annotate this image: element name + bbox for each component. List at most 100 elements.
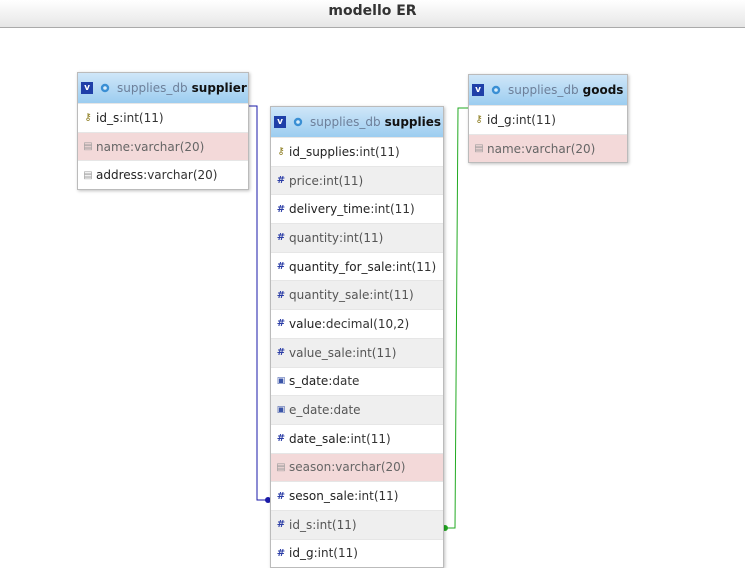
column-row[interactable]: ▤ name : varchar(20) [78, 131, 248, 161]
column-name: name [487, 141, 522, 156]
column-type: int(11) [322, 173, 364, 188]
gear-icon[interactable] [292, 116, 304, 128]
number-icon: # [276, 203, 286, 215]
date-icon: ▣ [276, 405, 286, 416]
number-icon: # [276, 490, 286, 502]
column-name: date_sale [289, 431, 347, 446]
number-icon: # [276, 318, 286, 330]
number-icon: # [276, 289, 286, 301]
column-row[interactable]: # value : decimal(10,2) [271, 309, 443, 338]
number-icon: # [276, 175, 286, 187]
column-type: int(11) [373, 288, 414, 303]
column-name: s_date [289, 374, 329, 389]
column-type: varchar(20) [335, 460, 406, 475]
column-row[interactable]: # quantity : int(11) [271, 223, 443, 252]
column-row[interactable]: # delivery_time : int(11) [271, 194, 443, 223]
column-type: int(11) [343, 230, 384, 245]
column-type: int(11) [395, 259, 437, 274]
column-row[interactable]: ⚷ id_supplies : int(11) [271, 137, 443, 166]
toggle-button[interactable]: v [81, 82, 93, 94]
database-name: supplies_db [310, 115, 381, 129]
number-icon: # [276, 232, 286, 244]
column-type: int(11) [123, 110, 164, 125]
column-type: decimal(10,2) [325, 316, 410, 331]
column-name: quantity_sale [289, 288, 370, 303]
column-row[interactable]: # price : int(11) [271, 165, 443, 195]
table-header[interactable]: v supplies_db supplies [271, 107, 443, 137]
toggle-button[interactable]: v [472, 84, 484, 96]
column-type: int(11) [316, 517, 357, 532]
column-name: id_supplies [289, 144, 356, 159]
column-name: name [96, 139, 131, 154]
column-row[interactable]: ⚷ id_s : int(11) [78, 103, 248, 132]
gear-icon[interactable] [490, 84, 502, 96]
column-type: int(11) [359, 144, 400, 159]
number-icon: # [276, 519, 286, 531]
table-name: supplier [191, 81, 247, 95]
column-name: delivery_time [289, 202, 371, 217]
column-row[interactable]: # quantity_sale : int(11) [271, 280, 443, 310]
string-icon: ▤ [83, 141, 93, 153]
column-name: price [289, 173, 319, 188]
string-icon: ▤ [276, 461, 286, 473]
column-name: seson_sale [289, 489, 355, 504]
table-name: goods [582, 83, 624, 97]
column-row[interactable]: # id_g : int(11) [271, 538, 443, 568]
gear-icon[interactable] [99, 82, 111, 94]
column-row[interactable]: # value_sale : int(11) [271, 337, 443, 367]
column-name: quantity [289, 230, 340, 245]
column-row[interactable]: ▣ e_date : date [271, 395, 443, 424]
column-name: id_g [487, 112, 512, 127]
toggle-button[interactable]: v [274, 116, 286, 128]
database-name: supplies_db [117, 81, 188, 95]
page-title: modello ER [328, 3, 417, 19]
column-type: int(11) [374, 202, 415, 217]
number-icon: # [276, 261, 286, 273]
column-row[interactable]: # seson_sale : int(11) [271, 481, 443, 510]
column-type: int(11) [350, 431, 391, 446]
number-icon: # [276, 433, 286, 445]
column-name: id_s [289, 517, 313, 532]
key-icon: ⚷ [475, 114, 483, 126]
column-type: varchar(20) [134, 139, 205, 154]
column-row[interactable]: ⚷ id_g : int(11) [469, 105, 627, 134]
column-row[interactable]: # id_s : int(11) [271, 509, 443, 539]
column-row[interactable]: # date_sale : int(11) [271, 423, 443, 453]
key-icon: ⚷ [84, 112, 92, 124]
column-type: int(11) [356, 345, 397, 360]
key-icon: ⚷ [277, 146, 285, 158]
column-row[interactable]: ▤ name : varchar(20) [469, 133, 627, 163]
column-name: value_sale [289, 345, 353, 360]
table-supplier[interactable]: v supplies_db supplier ⚷ id_s : int(11) … [77, 72, 249, 191]
column-row[interactable]: # quantity_for_sale : int(11) [271, 251, 443, 281]
table-header[interactable]: v supplies_db goods [469, 75, 627, 105]
column-name: address [96, 168, 144, 183]
column-type: varchar(20) [525, 141, 596, 156]
column-type: int(11) [515, 112, 556, 127]
table-header[interactable]: v supplies_db supplier [78, 73, 248, 103]
column-type: int(11) [317, 546, 358, 561]
column-type: varchar(20) [147, 168, 218, 183]
table-supplies[interactable]: v supplies_db supplies ⚷ id_supplies : i… [270, 106, 444, 568]
column-type: date [332, 374, 360, 389]
column-name: id_s [96, 110, 120, 125]
column-type: int(11) [358, 489, 399, 504]
date-icon: ▣ [276, 376, 286, 387]
column-row[interactable]: ▤ address : varchar(20) [78, 160, 248, 189]
string-icon: ▤ [474, 143, 484, 155]
title-bar: modello ER [0, 0, 745, 28]
string-icon: ▤ [83, 169, 93, 181]
column-name: id_g [289, 546, 314, 561]
table-goods[interactable]: v supplies_db goods ⚷ id_g : int(11) ▤ n… [468, 74, 628, 164]
number-icon: # [276, 347, 286, 359]
table-name: supplies [384, 115, 442, 129]
column-name: e_date [289, 403, 330, 418]
relation-line-goods [444, 107, 468, 529]
relation-end-supplier [265, 497, 271, 503]
column-name: season [289, 460, 332, 475]
column-row[interactable]: ▤ season : varchar(20) [271, 452, 443, 482]
number-icon: # [276, 547, 286, 559]
relation-line-supplier [247, 105, 270, 501]
column-row[interactable]: ▣ s_date : date [271, 366, 443, 396]
column-name: value [289, 316, 322, 331]
